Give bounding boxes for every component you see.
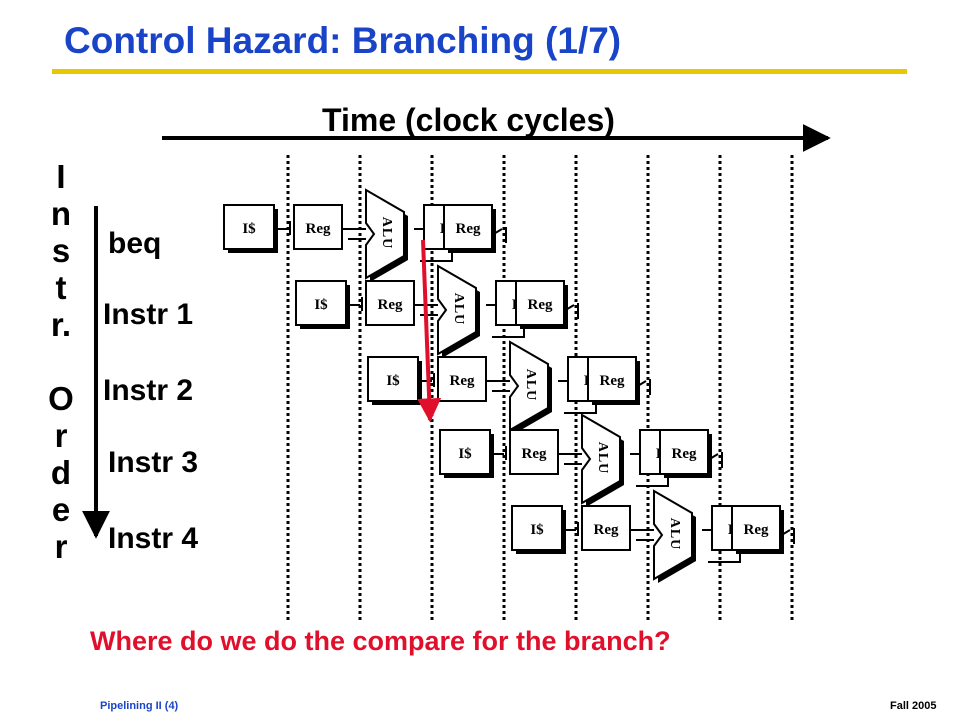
stage-alu: [653, 489, 693, 581]
stage-label-imem: I$: [530, 522, 544, 538]
connector: [274, 221, 291, 235]
connector: [491, 227, 507, 243]
axis-letter: s: [51, 232, 71, 269]
stage-box-imem: [511, 505, 563, 551]
stage-box-reg-read: [509, 429, 559, 475]
stage-box-reg-write: [587, 356, 637, 402]
stage-alu: [509, 340, 549, 432]
stage-box-reg-read: [437, 356, 487, 402]
axis-letter: O: [48, 380, 74, 417]
row-label-instr-1: Instr 1: [103, 298, 194, 331]
stage-alu: [437, 264, 477, 356]
stage-box-reg-write: [515, 280, 565, 326]
stage-label-imem: I$: [314, 297, 328, 313]
axis-letter: n: [50, 195, 72, 232]
stage-box-reg-write: [731, 505, 781, 551]
axis-letter: r.: [50, 306, 72, 343]
stage-label-reg-write: Reg: [744, 522, 769, 538]
branch-compare-arrow: [417, 239, 442, 423]
connector: [346, 297, 363, 311]
connector: [490, 446, 507, 460]
slide-title: Control Hazard: Branching (1/7): [64, 20, 622, 61]
connector: [556, 453, 582, 465]
stage-label-imem: I$: [386, 373, 400, 389]
axis-letter: r: [54, 417, 68, 454]
axis-letter: d: [50, 454, 72, 491]
instruction-order-label: I n s t r. O r d e r: [48, 158, 74, 565]
stage-box-imem: [367, 356, 419, 402]
title-underline: [52, 69, 907, 74]
stage-label-alu: ALU: [379, 217, 394, 250]
footer-term: Fall 2005: [890, 700, 937, 712]
stage-label-reg-write: Reg: [456, 221, 481, 237]
stage-box-reg-write: [443, 204, 493, 250]
pipeline-row: I$RegALUD$Reg: [511, 489, 795, 583]
stage-label-reg-write: Reg: [528, 297, 553, 313]
stage-label-alu: ALU: [451, 293, 466, 326]
stage-label-reg-read: Reg: [378, 297, 403, 313]
pipeline-row: I$RegALUD$Reg: [439, 413, 723, 507]
stage-label-reg-read: Reg: [450, 373, 475, 389]
stage-box-reg-read: [581, 505, 631, 551]
stage-label-imem: I$: [458, 446, 472, 462]
pipeline-rows: I$RegALUD$RegI$RegALUD$RegI$RegALUD$RegI…: [223, 188, 795, 583]
pipeline-row: I$RegALUD$Reg: [367, 340, 651, 434]
branch-question: Where do we do the compare for the branc…: [90, 626, 671, 656]
stage-label-reg-read: Reg: [306, 221, 331, 237]
footer-course: Pipelining II (4): [100, 700, 179, 712]
connector: [635, 379, 651, 395]
connector: [707, 452, 723, 468]
stage-label-reg-write: Reg: [600, 373, 625, 389]
row-label-beq: beq: [108, 227, 162, 260]
stage-alu: [581, 413, 621, 505]
stage-label-alu: ALU: [523, 369, 538, 402]
stage-box-reg-read: [365, 280, 415, 326]
pipeline-row: I$RegALUD$Reg: [223, 188, 507, 282]
axis-letter: t: [55, 269, 67, 306]
axis-letter: I: [56, 158, 66, 195]
time-axis-label: Time (clock cycles): [322, 102, 615, 138]
connector: [340, 228, 366, 240]
stage-alu: [365, 188, 405, 280]
connector: [628, 529, 654, 541]
row-label-instr-2: Instr 2: [103, 374, 194, 407]
stage-label-reg-read: Reg: [522, 446, 547, 462]
connector: [779, 528, 795, 544]
stage-box-reg-write: [659, 429, 709, 475]
connector: [562, 522, 579, 536]
axis-letter: r: [54, 528, 68, 565]
stage-box-imem: [223, 204, 275, 250]
stage-box-imem: [439, 429, 491, 475]
stage-box-imem: [295, 280, 347, 326]
stage-label-reg-read: Reg: [594, 522, 619, 538]
stage-label-alu: ALU: [595, 442, 610, 475]
stage-label-alu: ALU: [667, 518, 682, 551]
stage-label-reg-write: Reg: [672, 446, 697, 462]
connector: [563, 303, 579, 319]
row-label-instr-3: Instr 3: [108, 446, 199, 479]
pipeline-row: I$RegALUD$Reg: [295, 264, 579, 358]
row-label-instr-4: Instr 4: [108, 522, 199, 555]
connector: [484, 380, 510, 392]
axis-letter: e: [51, 491, 71, 528]
stage-box-reg-read: [293, 204, 343, 250]
stage-label-imem: I$: [242, 221, 256, 237]
